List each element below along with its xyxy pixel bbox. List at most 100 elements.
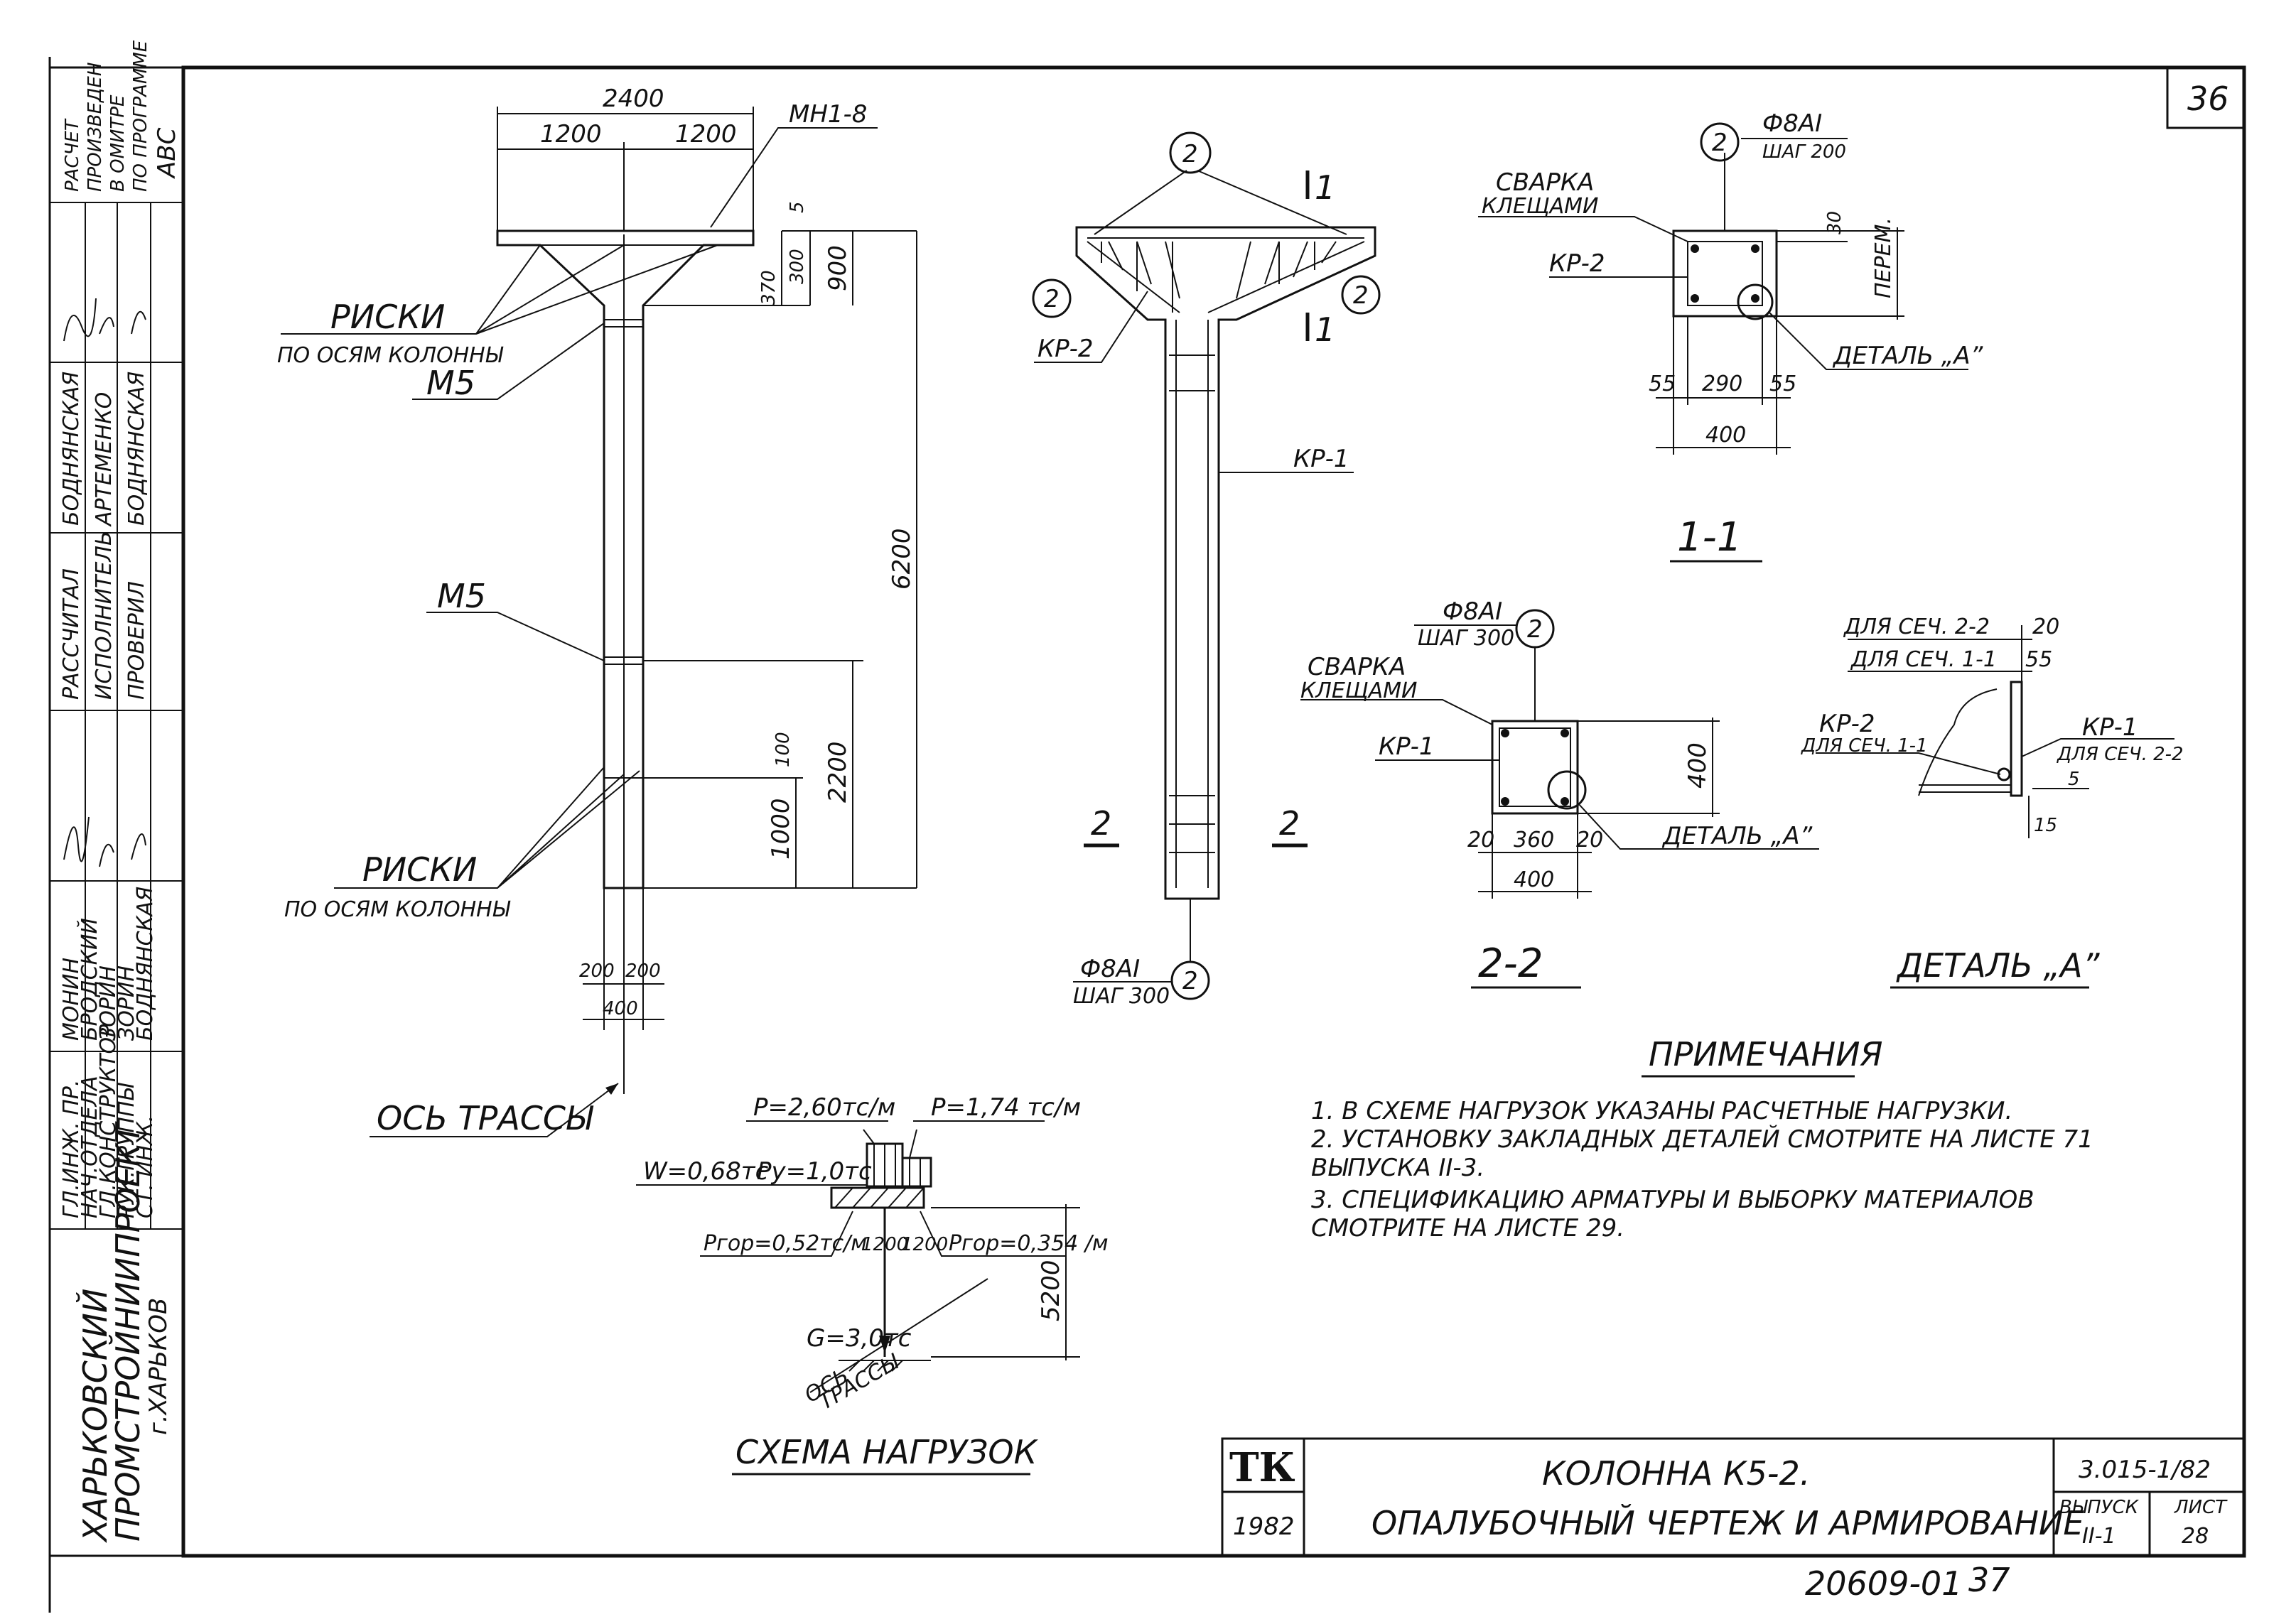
detailA-for11: ДЛЯ СЕЧ. 1-1	[1850, 647, 1997, 672]
tb-line2: ОПАЛУБОЧНЫЙ ЧЕРТЕЖ И АРМИРОВАНИЕ	[1371, 1504, 2084, 1542]
svg-text:ХАРЬКОВСКИЙ: ХАРЬКОВСКИЙ	[76, 1289, 114, 1543]
svg-text:РАССЧИТАЛ: РАССЧИТАЛ	[59, 568, 84, 700]
sec22-detail: ДЕТАЛЬ „А”	[1661, 822, 1813, 850]
detailA-dim-15: 15	[2034, 815, 2057, 836]
sec22-dim-400: 400	[1514, 867, 1554, 892]
label-mn1-8: МН1-8	[789, 100, 867, 129]
label-kr1: КР-1	[1293, 445, 1349, 473]
svg-text:АРТЕМЕНКО: АРТЕМЕНКО	[92, 392, 117, 527]
risks-top-label: РИСКИ	[330, 298, 445, 336]
sec22-cage: КР-1	[1379, 732, 1435, 761]
sec11-dim-290: 290	[1702, 372, 1742, 396]
svg-text:ПРОИЗВЕДЕН: ПРОИЗВЕДЕН	[85, 63, 106, 192]
load-w: W=0,68тс	[643, 1157, 769, 1186]
detailA-kr1: КР-1	[2082, 713, 2138, 742]
detailA-kr2-sub: ДЛЯ СЕЧ. 1-1	[1801, 735, 1928, 757]
section-2-mark-right: 2	[1279, 804, 1300, 843]
detail-a: ДЛЯ СЕЧ. 2-2 ДЛЯ СЕЧ. 1-1 20 55 КР-2 ДЛЯ…	[1801, 615, 2184, 989]
svg-text:СТ. ИНЖ.: СТ. ИНЖ.	[133, 1115, 158, 1218]
dim-6200: 6200	[888, 528, 916, 590]
risks-bottom-label: РИСКИ	[362, 850, 477, 889]
note-line-4: 3. СПЕЦИФИКАЦИЮ АРМАТУРЫ И ВЫБОРКУ МАТЕР…	[1311, 1186, 2034, 1214]
roles-col2: ГЛ.ИНЖ. ПР. НАЧ.ОТДЕЛА ГЛ.КОНСТРУКТОР РУ…	[59, 1024, 158, 1218]
pos-2-sec22	[1515, 609, 1555, 649]
tb-sheet-label: ЛИСТ	[2174, 1497, 2228, 1518]
note-line-1: 1. В СХЕМЕ НАГРУЗОК УКАЗАНЫ РАСЧЕТНЫЕ НА…	[1311, 1097, 2012, 1125]
title-block: ТК 1982 КОЛОННА К5-2. ОПАЛУБОЧНЫЙ ЧЕРТЕЖ…	[1221, 1437, 2246, 1557]
detailA-title: ДЕТАЛЬ „А”	[1896, 946, 2101, 985]
risks-bottom-sublabel: ПО ОСЯМ КОЛОННЫ	[284, 897, 511, 922]
dim-370: 370	[758, 270, 780, 305]
svg-text:2: 2	[1353, 281, 1369, 310]
sheet-number: 36	[2187, 80, 2229, 118]
notes-title: ПРИМЕЧАНИЯ	[1649, 1035, 1882, 1073]
dim-1200-right: 1200	[675, 120, 737, 148]
load-g: G=3,0тс	[807, 1324, 912, 1353]
stirrup-marks	[1169, 354, 1215, 853]
dim-100: 100	[772, 732, 794, 767]
dim-1000: 1000	[767, 798, 795, 860]
section-1-1: 2 Ф8АI ШАГ 200 СВАРКА КЛЕЩАМИ КР-2 30 ПЕ…	[1478, 109, 1983, 563]
dim-5: 5	[787, 201, 808, 213]
calc-note: РАСЧЕТ ПРОИЗВЕДЕН В ОМИТРЕ ПО ПРОГРАММЕ …	[62, 40, 181, 192]
notes: ПРИМЕЧАНИЯ 1. В СХЕМЕ НАГРУЗОК УКАЗАНЫ Р…	[1311, 1035, 2093, 1243]
sec11-dim-55b: 55	[1769, 372, 1796, 396]
roles-col1: РАССЧИТАЛ ИСПОЛНИТЕЛЬ ПРОВЕРИЛ	[59, 531, 149, 700]
sec11-detail: ДЕТАЛЬ „А”	[1832, 342, 1983, 370]
tb-code: 3.015-1/82	[2079, 1456, 2211, 1484]
detailA-dim-20: 20	[2032, 615, 2059, 639]
load-dim-5200: 5200	[1037, 1260, 1065, 1321]
load-dim-1200a: 1200	[861, 1234, 908, 1255]
dim-200-left: 200	[579, 960, 615, 982]
tb-sheet: 28	[2182, 1524, 2209, 1549]
label-kr2: КР-2	[1037, 335, 1094, 363]
sec22-dim-20a: 20	[1467, 828, 1494, 852]
load-p2: Р=1,74 тс/м	[931, 1093, 1081, 1122]
sec11-step: ШАГ 200	[1762, 141, 1846, 163]
org-name: ХАРЬКОВСКИЙ ПРОМСТРОЙНИИПРОЕКТ г.ХАРЬКОВ	[76, 1121, 173, 1543]
sec22-title: 2-2	[1478, 941, 1543, 987]
svg-text:ГЛ.ИНЖ. ПР.: ГЛ.ИНЖ. ПР.	[59, 1080, 84, 1218]
tk-logo: ТК	[1229, 1444, 1295, 1491]
svg-text:НАЧ.ОТДЕЛА: НАЧ.ОТДЕЛА	[77, 1076, 102, 1218]
rebar-hatch	[1108, 241, 1337, 299]
detailA-kr1-sub: ДЛЯ СЕЧ. 2-2	[2057, 744, 2184, 765]
sheet-number-box: 36	[2166, 66, 2246, 129]
tb-issue-label: ВЫПУСК	[2059, 1497, 2140, 1518]
note-line-3: ВЫПУСКА II-3.	[1311, 1154, 1484, 1182]
dim-1200-left: 1200	[540, 120, 602, 148]
column-elevation: 2400 1200 1200 МН1-8 РИСКИ ПО ОСЯМ КОЛОН…	[277, 85, 917, 1137]
sec22-dim-360: 360	[1514, 828, 1554, 852]
tb-issue: II-1	[2082, 1524, 2116, 1549]
sec11-dim-var: ПЕРЕМ.	[1871, 217, 1896, 298]
dim-300: 300	[787, 249, 808, 284]
load-pgor2: Ргор=0,354 /м	[949, 1231, 1109, 1256]
pos-2-right	[1341, 275, 1381, 315]
pos-2-top	[1169, 131, 1212, 174]
svg-text:ПО ПРОГРАММЕ: ПО ПРОГРАММЕ	[130, 40, 151, 192]
svg-text:ГЛ.КОНСТРУКТОР: ГЛ.КОНСТРУКТОР	[96, 1024, 121, 1218]
svg-text:БРОДСКИЙ: БРОДСКИЙ	[77, 918, 102, 1041]
sec22-dim-400v: 400	[1683, 742, 1712, 789]
sheet-frame	[48, 57, 2246, 1613]
tb-year: 1982	[1233, 1512, 1295, 1541]
svg-text:БОДНЯНСКАЯ: БОДНЯНСКАЯ	[133, 887, 158, 1041]
sec11-bar: Ф8АI	[1762, 109, 1822, 138]
signatures-top	[63, 298, 146, 867]
column-reinforcement: 2 2 2 1 1 КР-2 КР-1 2 2 2 Ф8АI ШАГ 300	[1032, 131, 1381, 1009]
detailA-for22: ДЛЯ СЕЧ. 2-2	[1843, 615, 1990, 639]
load-title: СХЕМА НАГРУЗОК	[735, 1433, 1039, 1471]
svg-text:БОДНЯНСКАЯ: БОДНЯНСКАЯ	[59, 372, 84, 526]
section-2-2: 2 Ф8АI ШАГ 300 СВАРКА КЛЕЩАМИ КР-1 400 Д…	[1300, 597, 1819, 989]
load-dim-1200b: 1200	[901, 1234, 948, 1255]
svg-text:ПРОВЕРИЛ: ПРОВЕРИЛ	[124, 581, 149, 700]
m5-top-label: М5	[426, 364, 475, 402]
load-py: Ру=1,0тс	[757, 1157, 872, 1186]
svg-text:МОНИН: МОНИН	[59, 958, 84, 1041]
svg-text:г.ХАРЬКОВ: г.ХАРЬКОВ	[144, 1298, 173, 1435]
note-line-5: СМОТРИТЕ НА ЛИСТЕ 29.	[1311, 1214, 1624, 1243]
risks-top-sublabel: ПО ОСЯМ КОЛОННЫ	[277, 343, 504, 368]
svg-text:РАСЧЕТ: РАСЧЕТ	[62, 118, 83, 192]
sec22-weld2: КЛЕЩАМИ	[1300, 678, 1417, 703]
